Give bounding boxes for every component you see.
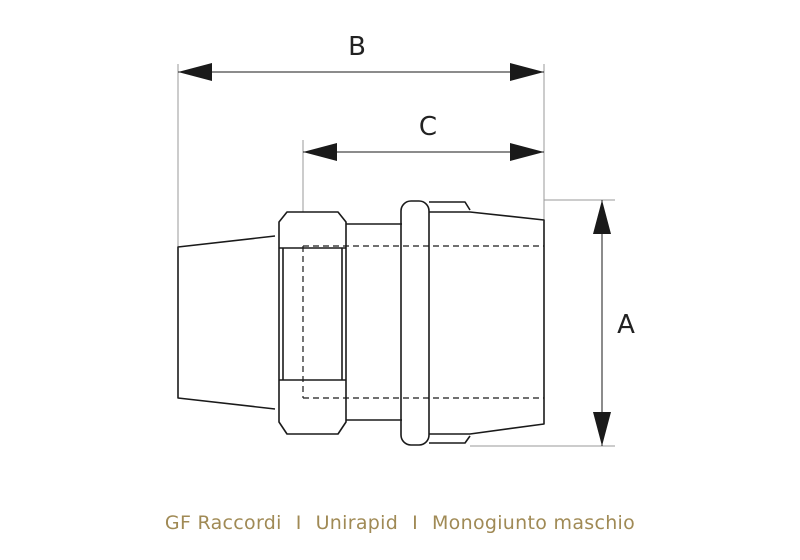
caption-product-line: Unirapid (315, 512, 399, 534)
caption-product: Monogiunto maschio (431, 512, 636, 534)
arrowhead-right-icon (510, 143, 544, 161)
arrowhead-left-icon (303, 143, 337, 161)
pipe-socket (429, 211, 545, 435)
caption-separator: I (412, 512, 418, 534)
arrowhead-up-icon (593, 200, 611, 234)
arrowhead-down-icon (593, 412, 611, 446)
caption-separator: I (295, 512, 302, 534)
arrowhead-left-icon (178, 63, 212, 81)
technical-drawing: B C A (177, 32, 635, 447)
male-thread-section (177, 235, 276, 410)
clamp-ring (400, 200, 430, 446)
dimension-b-label: B (348, 32, 366, 62)
arrowhead-right-icon (510, 63, 544, 81)
extension-lines (177, 64, 615, 447)
fitting-body (177, 200, 545, 446)
dimension-c: C (303, 112, 544, 161)
dimension-a-label: A (617, 310, 635, 340)
inner-bore-hidden-line (302, 245, 544, 399)
dimension-b: B (178, 32, 544, 81)
hex-nut (278, 211, 347, 435)
dimension-c-label: C (419, 112, 437, 142)
caption-brand: GF Raccordi (164, 512, 282, 534)
dimension-a: A (593, 200, 635, 446)
caption: GF Raccordi I Unirapid I Monogiunto maschio (0, 512, 800, 542)
neck (346, 223, 402, 421)
